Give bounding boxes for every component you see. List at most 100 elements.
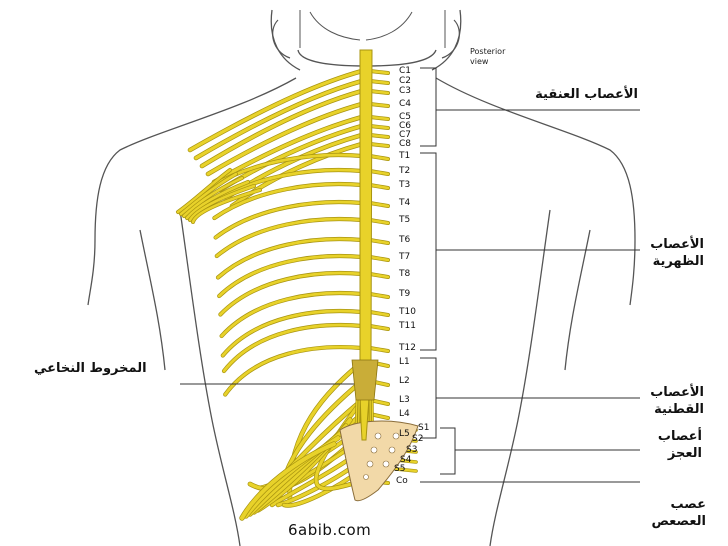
segment-label-s2: S2 <box>412 434 424 444</box>
label-cervical-nerves: الأعصاب العنقية <box>535 86 638 103</box>
sciatic-bundle-5 <box>240 442 336 520</box>
nerve-right-t6 <box>368 238 390 245</box>
nerve-right-t7 <box>368 255 390 262</box>
nerve-left-t4 <box>214 200 364 239</box>
segment-label-c1: C1 <box>399 66 412 76</box>
segment-label-s4: S4 <box>400 455 412 465</box>
segment-label-c2: C2 <box>399 76 412 86</box>
segment-label-c4: C4 <box>399 99 412 109</box>
nerve-right-c8 <box>368 142 390 148</box>
brachial-branch-3 <box>182 176 244 218</box>
view-label-line-2: view <box>470 57 489 66</box>
segment-label-c5: C5 <box>399 112 412 122</box>
nerve-right-t2 <box>368 169 390 176</box>
label-cervical-line-1: الأعصاب العنقية <box>535 87 638 102</box>
nerve-left-c4 <box>206 102 364 176</box>
nerve-right-t8 <box>368 272 390 279</box>
nerve-right-t9 <box>368 292 390 299</box>
nerve-right-t3 <box>368 183 390 190</box>
label-coccygeal-nerve: عصب العصعص <box>651 496 706 530</box>
segment-label-c8: C8 <box>399 139 412 149</box>
segment-label-t6: T6 <box>399 235 411 245</box>
label-sacral-line-1: أعصاب <box>657 429 702 444</box>
segment-label-s1: S1 <box>418 423 430 433</box>
segment-label-l5: L5 <box>399 429 410 439</box>
nerve-right-t5 <box>368 218 390 225</box>
nerve-right-t1 <box>368 154 390 161</box>
nerve-left-t9 <box>220 291 364 338</box>
nerve-left-t3 <box>213 182 364 220</box>
label-sacral-nerves: أعصاب العجز <box>658 428 702 462</box>
segment-label-t9: T9 <box>399 289 411 299</box>
label-sacral-line-2: العجز <box>667 446 702 461</box>
segment-label-s5: S5 <box>394 464 406 474</box>
segment-label-t2: T2 <box>399 166 411 176</box>
nerve-right-c6 <box>368 124 390 130</box>
label-thoracic-line-1: الأعصاب <box>650 237 704 252</box>
nerve-right-c1 <box>368 69 390 75</box>
brachial-branch-1 <box>176 168 232 214</box>
view-label: Posterior view <box>470 47 505 67</box>
segment-label-c3: C3 <box>399 86 412 96</box>
segment-label-t7: T7 <box>399 252 411 262</box>
nerve-left-t7 <box>217 254 364 298</box>
segment-label-t12: T12 <box>399 343 416 353</box>
brachial-branch-4 <box>185 180 250 220</box>
segment-label-t8: T8 <box>399 269 411 279</box>
nerve-left-t8 <box>219 271 364 316</box>
nerve-right-c2 <box>368 79 390 85</box>
segment-label-t5: T5 <box>399 215 411 225</box>
label-thoracic-nerves: الأعصاب الظهرية <box>650 236 704 270</box>
nerve-right-c7 <box>368 133 390 139</box>
nerve-left-t10 <box>221 309 364 357</box>
label-leaders <box>180 67 640 483</box>
segment-label-t4: T4 <box>399 198 411 208</box>
nerve-left-t12-outline <box>223 344 365 397</box>
nerve-left-t6 <box>216 237 364 279</box>
segment-label-t10: T10 <box>399 307 416 317</box>
nerve-right-t12 <box>368 346 390 353</box>
nerve-right-t4 <box>368 201 390 208</box>
label-conus-medullaris: المخروط النخاعي <box>34 360 147 377</box>
segment-label-t11: T11 <box>399 321 416 331</box>
label-coccygeal-line-1: عصب <box>670 497 706 512</box>
nerve-left-c2 <box>194 79 364 160</box>
nerve-right-c4 <box>368 102 390 108</box>
segment-label-t3: T3 <box>399 180 411 190</box>
label-lumbar-line-1: الأعصاب <box>650 385 704 400</box>
watermark: 6abib.com <box>288 521 372 539</box>
brachial-branch-6 <box>191 188 262 224</box>
segment-label-l3: L3 <box>399 395 410 405</box>
nerve-left-c1 <box>188 69 364 152</box>
label-thoracic-line-2: الظهرية <box>652 254 704 269</box>
nerve-right-t10 <box>368 310 390 317</box>
label-lumbar-line-2: القطنية <box>654 402 704 417</box>
nerve-right-t11 <box>368 324 390 331</box>
label-lumbar-nerves: الأعصاب القطنية <box>650 384 704 418</box>
brachial-branch-5 <box>188 184 256 222</box>
body-outline <box>87 9 636 546</box>
nerve-left-t12 <box>223 345 364 396</box>
sacrum <box>339 420 419 502</box>
nerve-right-c3 <box>368 89 390 95</box>
segment-label-co: Co <box>396 476 408 486</box>
segment-label-t1: T1 <box>399 151 411 161</box>
segment-label-l4: L4 <box>399 409 410 419</box>
nerve-right-c5 <box>368 115 390 121</box>
nerve-left-c5 <box>212 115 364 184</box>
segment-label-c7: C7 <box>399 130 412 140</box>
brachial-branch-2 <box>179 172 238 216</box>
nerve-left-t5 <box>215 217 364 258</box>
label-coccygeal-line-2: العصعص <box>651 514 706 529</box>
view-label-line-1: Posterior <box>470 47 506 56</box>
spinal-cord <box>351 49 379 441</box>
nerve-left-t11 <box>222 323 364 373</box>
label-conus-line-1: المخروط النخاعي <box>34 361 147 376</box>
segment-label-c6: C6 <box>399 121 412 131</box>
segment-label-s3: S3 <box>406 445 418 455</box>
segment-label-l1: L1 <box>399 357 410 367</box>
nerve-left-c3 <box>200 89 364 168</box>
segment-label-l2: L2 <box>399 376 410 386</box>
